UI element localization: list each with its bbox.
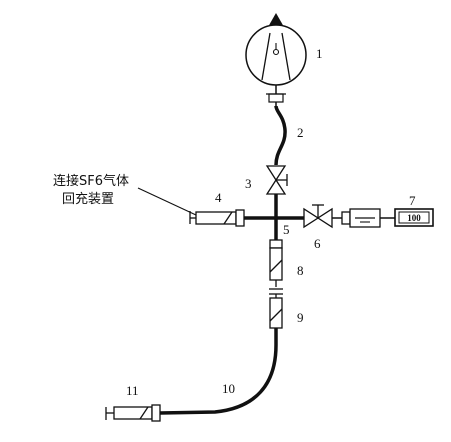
meter-reading: 100 — [407, 213, 421, 223]
hose-2 — [274, 105, 287, 166]
label-1: 1 — [316, 46, 323, 61]
tee-junction-5 — [244, 216, 304, 240]
label-10: 10 — [222, 381, 235, 396]
hose-10 — [159, 328, 278, 415]
connector-4 — [189, 209, 245, 227]
note-leader-line — [137, 187, 197, 216]
label-5: 5 — [283, 222, 290, 237]
label-9: 9 — [297, 310, 304, 325]
note-line-2: 回充装置 — [62, 191, 114, 207]
label-3: 3 — [245, 176, 252, 191]
pressure-gauge — [245, 13, 307, 94]
fitting-9 — [269, 297, 283, 329]
label-8: 8 — [297, 263, 304, 278]
fitting-8 — [269, 239, 283, 287]
coupling — [269, 288, 283, 298]
label-7: 7 — [409, 193, 416, 208]
note-line-1: 连接SF6气体 — [53, 173, 129, 189]
label-2: 2 — [297, 125, 304, 140]
label-11: 11 — [126, 383, 139, 398]
meter-fitting — [341, 208, 395, 228]
gauge-fitting — [266, 93, 286, 108]
digital-meter-7: 100 — [394, 208, 434, 227]
label-4: 4 — [215, 190, 222, 205]
label-6: 6 — [314, 236, 321, 251]
valve-6 — [303, 204, 342, 229]
valve-3 — [265, 165, 288, 218]
connector-11 — [105, 404, 161, 422]
